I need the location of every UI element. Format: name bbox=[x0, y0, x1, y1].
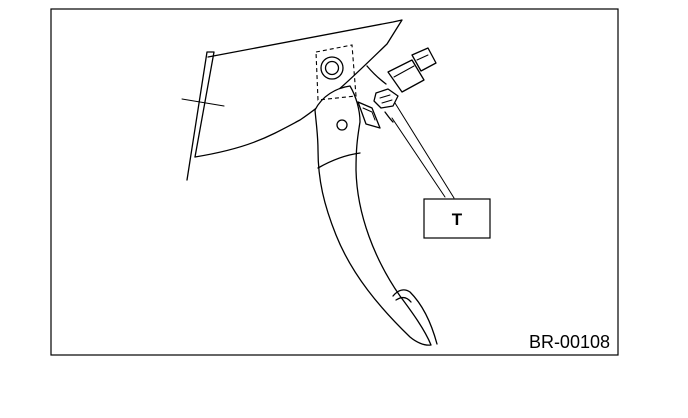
figure-frame bbox=[50, 8, 619, 356]
pedal-bracket-plate bbox=[181, 19, 403, 181]
pivot-hole bbox=[336, 119, 348, 131]
brake-pedal-arm bbox=[314, 85, 438, 346]
callout-leader-lines bbox=[391, 102, 455, 199]
figure-code: BR-00108 bbox=[529, 332, 610, 352]
pivot-bolt bbox=[320, 56, 344, 80]
stop-lamp-switch bbox=[357, 47, 437, 129]
callout-box: T bbox=[423, 198, 491, 239]
callout-label: T bbox=[452, 210, 463, 229]
pedal-pivot-hub bbox=[315, 44, 357, 101]
